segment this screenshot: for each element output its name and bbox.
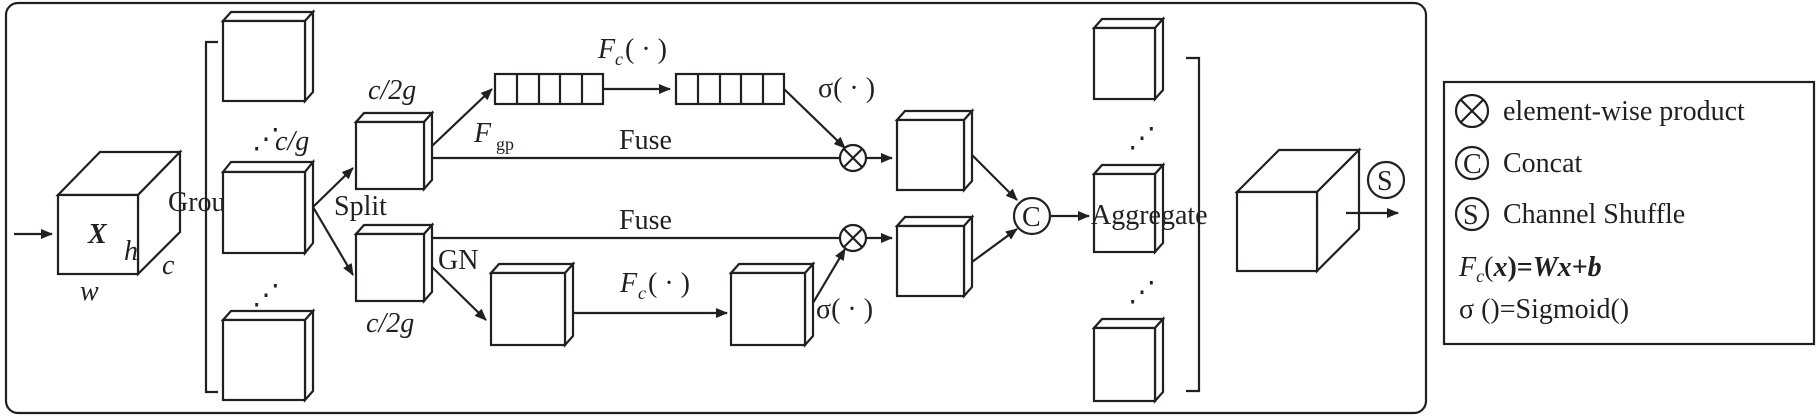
fc-bottom-F: F [619,268,638,299]
legend-shuffle-text: Channel Shuffle [1503,199,1685,230]
sigma-top-arrow [783,88,846,149]
fused-cube-bottom [894,214,975,299]
sigma-bottom-arrow [812,248,846,304]
group-cube-top [220,9,316,104]
aggregate-dots-2: ⋰ [1128,277,1156,308]
fc-top-F: F [597,34,616,65]
legend-shuffle-icon [1454,196,1490,232]
legend-shuffle-symbol: S [1463,200,1479,231]
aggregate-cube-top [1091,16,1166,102]
legend-product-icon [1454,93,1490,129]
cg-label: c/g [275,126,309,157]
half-bottom-label: c/2g [366,308,414,339]
aggregate-dots-1: ⋰ [1128,123,1156,154]
gn-label: GN [438,245,478,276]
fgp-arrow [431,88,493,147]
fgp-sub: gp [496,134,514,154]
input-symbol: X [87,219,108,250]
legend-concat-text: Concat [1503,148,1583,179]
product-bottom-icon [838,223,868,253]
input-c-label: c [162,250,175,281]
aggregate-bracket [1186,56,1201,393]
split-label: Split [334,191,387,222]
input-w-label: w [80,276,99,307]
concat-symbol: C [1022,202,1041,233]
group-dots-2: ⋰ [252,280,280,311]
shuffle-icon [1366,160,1406,200]
legend-sigmoid: σ ()=Sigmoid() [1459,294,1629,325]
legend-formula: Fc(x)=Wx+b [1458,252,1602,286]
legend-box [1442,80,1816,346]
gn-cube [488,261,576,348]
concat-arrow-bottom [971,228,1018,263]
split-arrow-up [312,167,354,208]
fc-bottom-args: ( · ) [648,268,690,299]
input-cube [55,149,183,277]
input-h-label: h [124,236,138,267]
sigma-bottom-label: σ( · ) [816,294,873,325]
output-cube [1234,147,1362,274]
shuffle-symbol: S [1377,166,1393,197]
aggregate-label: Aggregate [1091,200,1208,231]
gn-arrow [431,266,487,321]
fgp-label: F [473,118,492,149]
vector-2 [674,72,786,106]
legend-product-text: element-wise product [1503,96,1745,127]
group-dots-1: ⋰ [252,124,280,155]
split-arrow-down [312,206,354,276]
main-frame [4,1,1428,415]
legend-concat-symbol: C [1463,149,1482,180]
fused-cube-top [894,108,975,193]
aggregate-cube-middle [1091,162,1166,255]
product-top-icon [838,143,868,173]
fc-top-sub: c [615,49,623,69]
concat-arrow-top [971,154,1018,201]
fc-bottom-sub: c [638,283,646,303]
sigma-top-label: σ( · ) [818,73,875,104]
fc-cube [728,261,816,348]
aggregate-cube-bottom [1091,316,1166,404]
split-cube-top [353,110,435,192]
group-cube-bottom [220,308,316,403]
group-bracket [204,40,218,394]
vector-1 [493,72,605,106]
half-top-label: c/2g [368,75,416,106]
fc-top-args: ( · ) [625,34,667,65]
legend-concat-icon [1454,145,1490,181]
fuse-top-label: Fuse [619,125,672,156]
fuse-bottom-label: Fuse [619,205,672,236]
split-cube-bottom [353,222,435,304]
group-cube-middle [220,158,316,257]
